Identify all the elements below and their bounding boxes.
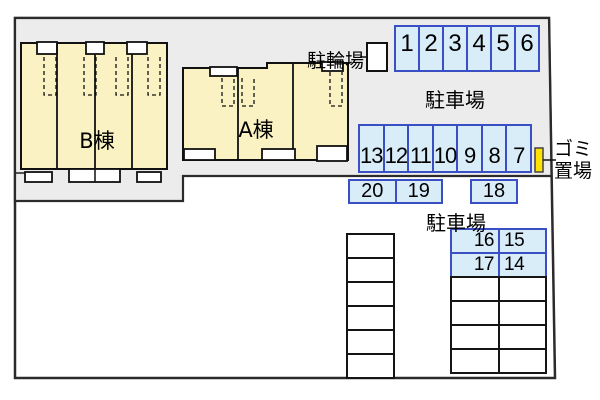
parking-space-5: 5 — [492, 27, 516, 70]
parking-row-1-6: 1 2 3 4 5 6 — [394, 25, 540, 72]
parking-space-18-box: 18 — [470, 179, 518, 204]
parking-space-18: 18 — [482, 180, 506, 202]
parking-lot-upper-label: 駐車場 — [425, 88, 485, 112]
empty-stall — [498, 348, 547, 374]
empty-stall — [450, 348, 500, 374]
empty-stall — [498, 300, 547, 326]
garbage-station-marker — [534, 147, 544, 173]
parking-space-4: 4 — [468, 27, 492, 70]
parking-space-20: 20 — [350, 180, 397, 202]
building-b-dashed-marks — [43, 57, 161, 96]
bicycle-parking-label: 駐輪場 — [306, 50, 364, 72]
building-a-dashed-marks — [221, 72, 343, 107]
parking-space-13: 13 — [360, 126, 385, 171]
bicycle-parking-stand — [366, 42, 388, 72]
parking-space-19: 19 — [407, 180, 430, 202]
parking-space-17: 17 — [450, 252, 500, 278]
empty-stall — [346, 353, 395, 379]
parking-space-3: 3 — [444, 27, 468, 70]
building-a-shape — [182, 62, 349, 161]
empty-stall — [346, 281, 395, 307]
empty-stall — [346, 233, 395, 259]
empty-stall — [450, 300, 500, 326]
empty-stall — [346, 329, 395, 355]
building-b-unit-dividers — [56, 43, 133, 169]
parking-space-1: 1 — [396, 27, 420, 70]
empty-stall — [346, 257, 395, 283]
parking-space-11: 11 — [409, 126, 434, 171]
parking-space-14: 14 — [498, 252, 547, 278]
building-a-notches — [209, 61, 344, 77]
empty-stall — [450, 276, 500, 302]
building-a-label: A棟 — [238, 118, 274, 142]
parking-space-6: 6 — [520, 30, 534, 57]
parking-row-20-19: 20 19 — [348, 179, 443, 204]
parking-row-13-7: 13 12 11 10 9 8 7 — [358, 124, 532, 173]
parking-space-2: 2 — [420, 27, 444, 70]
building-b-label: B棟 — [79, 129, 115, 153]
empty-stall — [346, 305, 395, 331]
building-b-notches — [36, 41, 148, 55]
parking-space-12: 12 — [385, 126, 410, 171]
building-a-unit-dividers — [237, 63, 294, 160]
empty-stall — [498, 324, 547, 350]
parking-space-8: 8 — [483, 126, 508, 171]
parking-space-10: 10 — [434, 126, 459, 171]
parking-space-7: 7 — [513, 143, 525, 168]
empty-stall — [450, 324, 500, 350]
parking-space-15: 15 — [498, 228, 547, 254]
garbage-station-label: ゴミ置場 — [554, 138, 593, 182]
parking-lot-lower-label: 駐車場 — [426, 211, 486, 235]
parking-space-9: 9 — [458, 126, 483, 171]
building-a-porches — [183, 145, 348, 162]
empty-stall — [498, 276, 547, 302]
